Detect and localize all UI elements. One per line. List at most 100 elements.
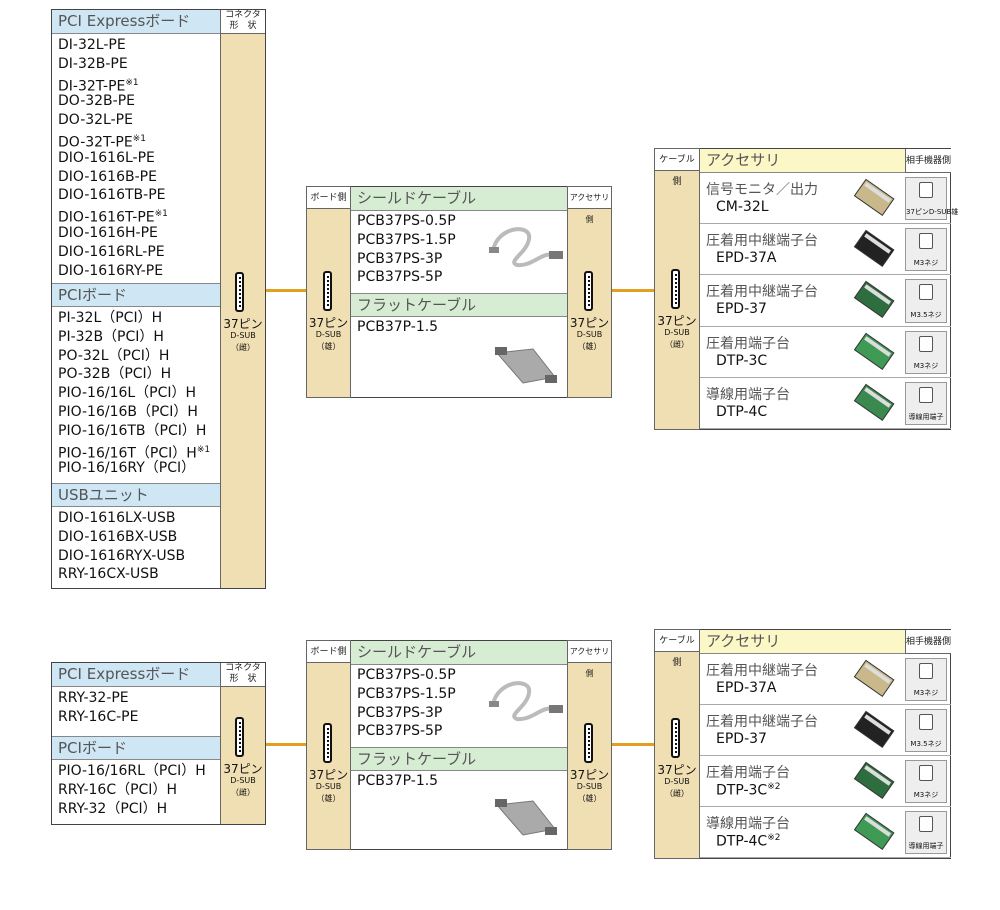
model-item: DIO-1616L-PE (58, 149, 155, 166)
accessory-header: アクセサリ (700, 630, 905, 654)
accessory-name: 圧着用中継端子台 (706, 233, 818, 250)
dsub-female-icon (235, 717, 244, 757)
model-item: PCB37P-1.5 (357, 773, 439, 789)
model-item: PCB37PS-3P (357, 704, 443, 721)
accessory-name: 導線用端子台 (706, 816, 790, 832)
accessory-image (850, 332, 896, 372)
model-item: PI-32L（PCI）H (58, 310, 163, 326)
accessory-name: 圧着用中継端子台 (706, 663, 818, 679)
model-item: DIO-1616T-PE※1 (58, 209, 168, 226)
accessory-model: EPD-37A (716, 250, 777, 267)
accessory-name: 信号モニタ／出力 (706, 182, 818, 198)
model-item: PIO-16/16B（PCI）H (58, 404, 198, 420)
flat-cable-header: フラットケーブル (351, 747, 567, 771)
accessory-model: EPD-37 (716, 731, 767, 747)
model-item: PCB37PS-3P (357, 250, 443, 267)
partner-thumbnail: M3.5ネジ (905, 279, 947, 323)
partner-label: M3ネジ (913, 259, 939, 268)
cable-side-header: ケーブル側 (655, 149, 699, 187)
model-item: PIO-16/16T（PCI）H※1 (58, 444, 211, 462)
accessory-model: DTP-4C※2 (716, 833, 781, 850)
model-item: DO-32T-PE※1 (58, 134, 146, 151)
model-item: RRY-16C（PCI）H (58, 781, 177, 798)
shield-cable-image (487, 675, 567, 723)
partner-thumbnail: M3ネジ (905, 228, 947, 272)
usb-unit-header: USBユニット (52, 483, 220, 507)
accessory-image (850, 710, 896, 750)
model-item: RRY-32-PE (58, 690, 129, 706)
cable-side-header: ケーブル側 (655, 630, 699, 668)
model-item: PCB37PS-1.5P (357, 231, 456, 248)
shield-cable-header: シールドケーブル (351, 641, 567, 665)
partner-label: M3ネジ (913, 361, 939, 370)
accessory-image (850, 178, 896, 218)
model-item: DI-32T-PE※1 (58, 77, 139, 95)
model-item: DI-32B-PE (58, 55, 128, 72)
dsub-male-icon (323, 271, 332, 311)
partner-side-header: 相手機器側 (905, 149, 951, 173)
accessory-name: 導線用端子台 (706, 386, 790, 403)
dsub-male-icon (584, 723, 593, 763)
accessory-header: アクセサリ (700, 149, 905, 173)
flat-cable-image (493, 791, 563, 841)
dsub-female-icon (671, 269, 680, 309)
dsub-male-icon (584, 271, 593, 311)
accessory-model: EPD-37A (716, 680, 777, 696)
connection-line (612, 289, 654, 292)
partner-thumbnail: 37ピンD-SUB雄 (905, 177, 958, 221)
accessory-name: 圧着用端子台 (706, 335, 790, 352)
dsub-female-icon (235, 272, 244, 312)
accessory-image (850, 383, 896, 423)
model-item: DIO-1616RY-PE (58, 262, 164, 279)
pcie-board-header: PCI Expressボード (52, 10, 220, 34)
partner-label: M3ネジ (913, 689, 939, 697)
accessory-model: EPD-37 (716, 301, 767, 318)
model-item: DIO-1616BX-USB (58, 528, 178, 545)
model-item: PO-32B（PCI）H (58, 366, 172, 383)
model-item: DIO-1616RYX-USB (58, 547, 186, 564)
model-item: PI-32B（PCI）H (58, 328, 164, 345)
model-item: DIO-1616TB-PE (58, 187, 166, 204)
accessory-image (850, 761, 896, 801)
model-item: PO-32L（PCI）H (58, 347, 170, 364)
partner-label: M3.5ネジ (910, 740, 942, 748)
accessory-model: CM-32L (716, 199, 769, 215)
model-item: PCB37PS-0.5P (357, 667, 456, 683)
model-item: DIO-1616LX-USB (58, 510, 176, 526)
partner-thumbnail: M3ネジ (905, 760, 947, 803)
model-item: PIO-16/16RL（PCI）H (58, 763, 206, 779)
model-item: PCB37PS-5P (357, 269, 443, 286)
model-item: DIO-1616RL-PE (58, 243, 165, 260)
accessory-side-header: アクセサリ側 (568, 641, 611, 678)
accessory-image (850, 812, 896, 852)
accessory-side-header: アクセサリ側 (568, 187, 611, 224)
model-item: PIO-16/16L（PCI）H (58, 385, 197, 402)
connector-column-header: コネクタ 形 状 (221, 10, 265, 34)
connector-column-header: コネクタ 形 状 (221, 663, 265, 687)
model-item: RRY-16C-PE (58, 708, 139, 725)
